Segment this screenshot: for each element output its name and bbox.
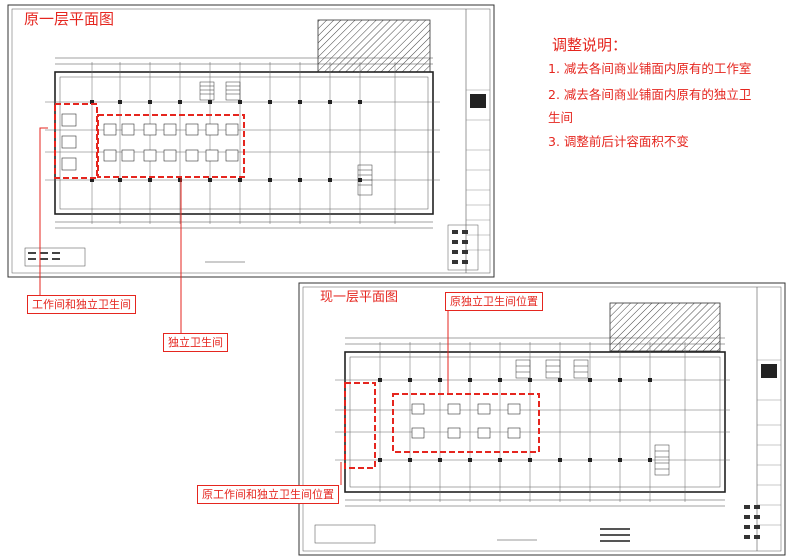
note-item: 3. 调整前后计容面积不变 [548,134,689,149]
original-plan-sheet [7,4,495,333]
note-item: 生间 [548,110,574,125]
note-item: 1. 减去各间商业铺面内原有的工作室 [548,61,752,76]
callout-original-workroom-toilet-location: 原工作间和独立卫生间位置 [197,485,339,504]
current-floor-plan-title: 现一层平面图 [320,290,399,305]
callout-original-toilet-location: 原独立卫生间位置 [445,292,543,311]
current-plan-sheet [298,282,786,556]
note-item: 2. 减去各间商业铺面内原有的独立卫 [548,87,752,102]
notes-heading: 调整说明： [552,36,628,54]
original-floor-plan-title: 原一层平面图 [24,10,115,28]
callout-toilet: 独立卫生间 [163,333,228,352]
callout-workroom-toilet: 工作间和独立卫生间 [27,295,136,314]
